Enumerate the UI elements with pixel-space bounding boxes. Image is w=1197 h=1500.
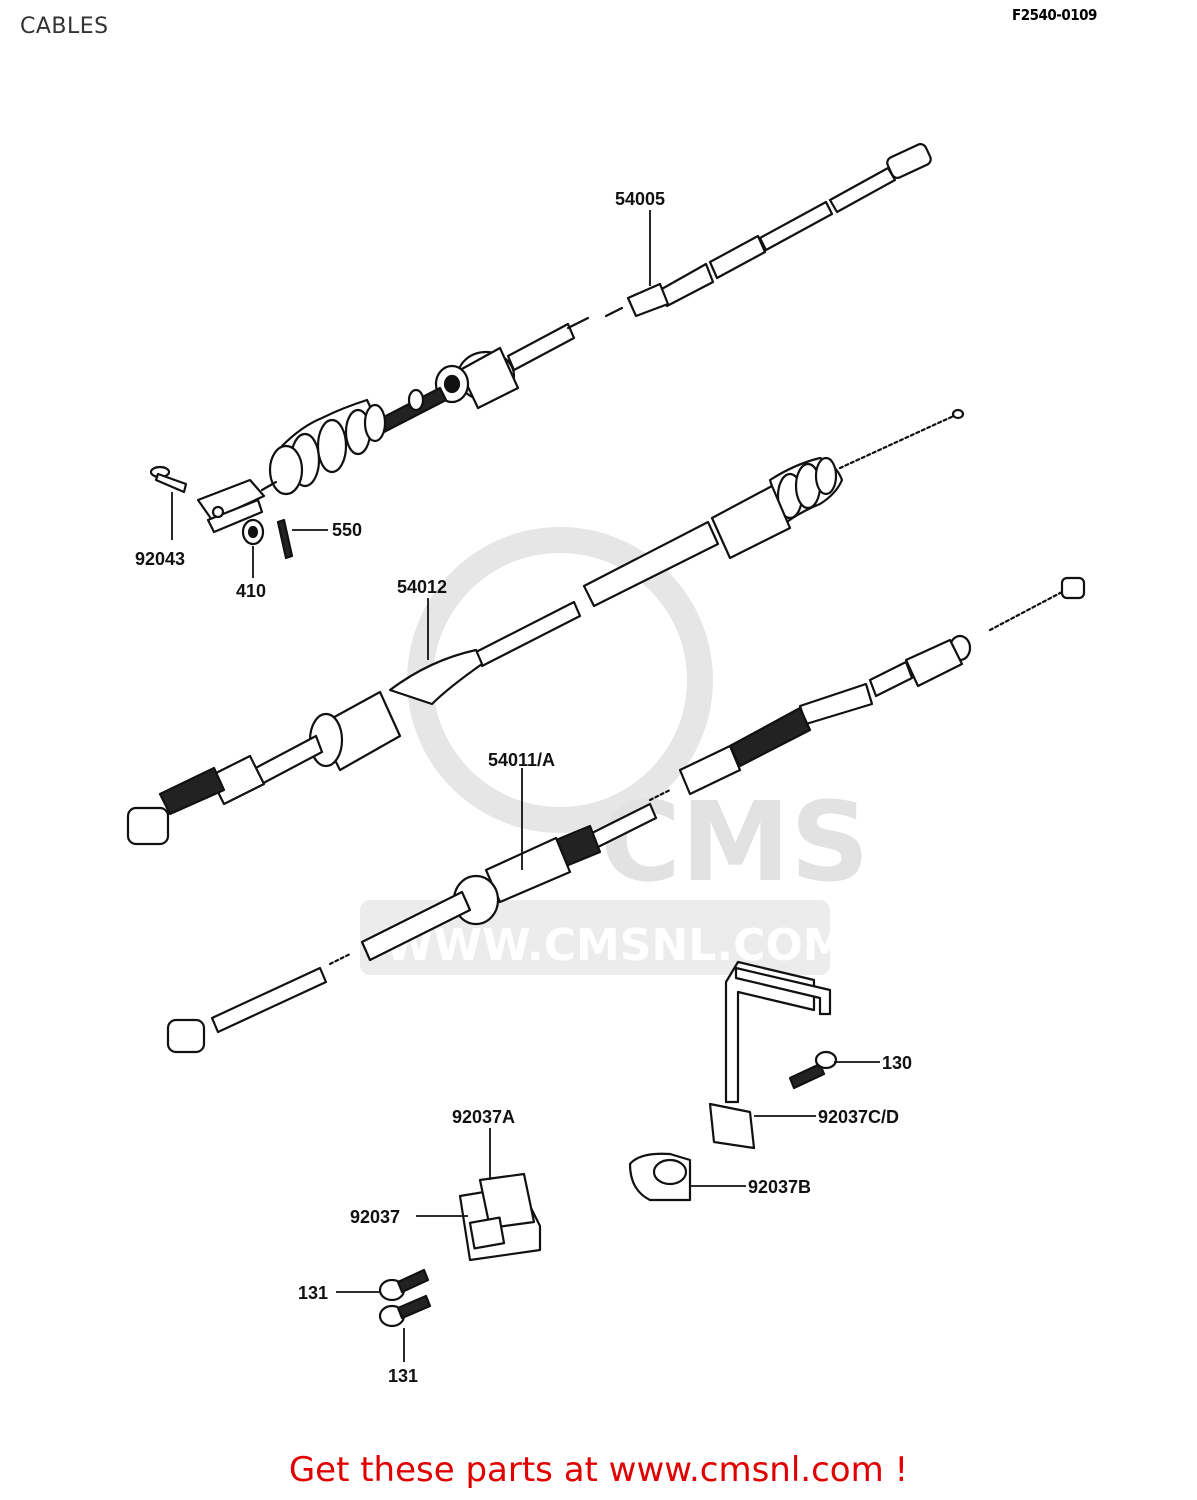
page-title: CABLES — [20, 14, 109, 39]
label-54011a: 54011/A — [488, 750, 555, 770]
label-92043: 92043 — [135, 549, 185, 569]
bracket-92037cd[interactable] — [708, 960, 832, 1150]
label-54012: 54012 — [397, 577, 447, 597]
bolt-130[interactable] — [788, 1050, 838, 1090]
leader-lines — [171, 210, 880, 1362]
label-92037cd: 92037C/D — [818, 1107, 899, 1127]
label-550: 550 — [332, 520, 362, 540]
watermark: CMS WWW.CMSNL.COM — [360, 527, 869, 975]
part-labels: 54005 92043 410 550 54012 54011/A 130 92… — [135, 189, 912, 1386]
cable-54012[interactable] — [126, 408, 965, 846]
label-92037: 92037 — [350, 1207, 400, 1227]
label-92037b: 92037B — [748, 1177, 811, 1197]
watermark-brand: CMS — [600, 778, 869, 906]
cable-54011a[interactable] — [166, 576, 1086, 1054]
clamp-92037a[interactable] — [458, 1172, 542, 1262]
watermark-url: WWW.CMSNL.COM — [385, 920, 847, 971]
washer-410[interactable] — [241, 518, 265, 546]
clamp-92037b[interactable] — [628, 1152, 692, 1202]
label-131-top: 131 — [298, 1283, 328, 1303]
cable-54005[interactable] — [196, 142, 933, 534]
label-410: 410 — [236, 581, 266, 601]
footer-shop-link[interactable]: Get these parts at www.cmsnl.com ! — [288, 1450, 909, 1490]
label-54005: 54005 — [615, 189, 665, 209]
cotter-pin-550[interactable] — [276, 518, 294, 560]
pin-92043[interactable] — [149, 465, 188, 494]
label-131-bottom: 131 — [388, 1366, 418, 1386]
label-92037a: 92037A — [452, 1107, 515, 1127]
bolt-131-b[interactable] — [378, 1294, 432, 1328]
label-130: 130 — [882, 1053, 912, 1073]
diagram-code: F2540-0109 — [1012, 6, 1097, 24]
bolt-131-a[interactable] — [378, 1268, 430, 1302]
